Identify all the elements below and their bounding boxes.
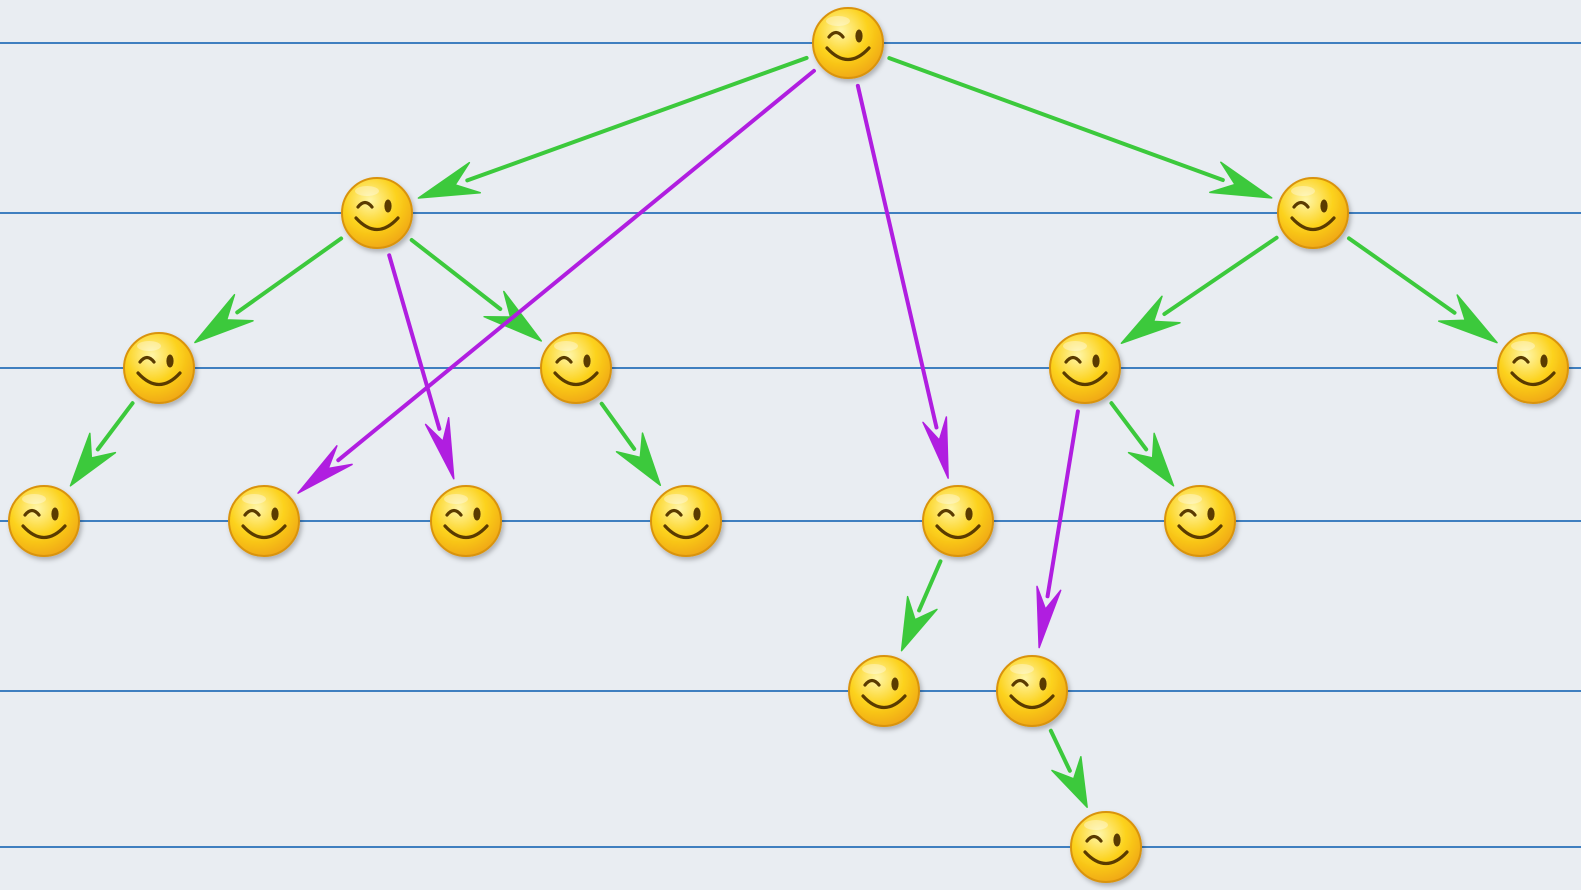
tree-node-n7 — [8, 485, 80, 557]
tree-edge-n14-n15 — [1048, 728, 1088, 808]
winking-face-icon — [1049, 332, 1121, 404]
edges — [69, 55, 1498, 808]
tree-node-n14 — [996, 655, 1068, 727]
winking-face-icon — [430, 485, 502, 557]
tree-node-n1 — [341, 177, 413, 249]
level-lines — [0, 42, 1581, 848]
tree-node-n12 — [1164, 485, 1236, 557]
tree-node-n6 — [1497, 332, 1569, 404]
tree-node-n8 — [228, 485, 300, 557]
cross-edge-n5-n14 — [1036, 409, 1080, 649]
tree-node-root — [812, 7, 884, 79]
cross-edge-root-n11 — [855, 83, 949, 479]
winking-face-icon — [996, 655, 1068, 727]
cross-edge-root-n8 — [297, 68, 816, 494]
tree-edge-root-n2 — [887, 56, 1273, 199]
tree-edge-root-n1 — [417, 55, 809, 199]
winking-face-icon — [1070, 811, 1142, 883]
winking-face-icon — [1277, 177, 1349, 249]
tree-node-n9 — [430, 485, 502, 557]
tree-node-n10 — [650, 485, 722, 557]
tree-edge-n1-n4 — [409, 238, 543, 342]
winking-face-icon — [540, 332, 612, 404]
tree-node-n4 — [540, 332, 612, 404]
winking-face-icon — [123, 332, 195, 404]
nodes — [8, 7, 1569, 883]
winking-face-icon — [848, 655, 920, 727]
winking-face-icon — [1497, 332, 1569, 404]
tree-node-n2 — [1277, 177, 1349, 249]
tree-node-n13 — [848, 655, 920, 727]
tree-edge-n5-n12 — [1109, 401, 1175, 487]
cross-edge-n1-n9 — [387, 253, 455, 480]
tree-edge-n1-n3 — [194, 236, 344, 344]
tree-edge-n11-n13 — [900, 559, 943, 652]
winking-face-icon — [650, 485, 722, 557]
winking-face-icon — [228, 485, 300, 557]
tree-node-n3 — [123, 332, 195, 404]
tree-node-n11 — [922, 485, 994, 557]
tree-node-n5 — [1049, 332, 1121, 404]
tree-edge-n2-n6 — [1346, 236, 1498, 344]
tree-edge-n3-n7 — [69, 401, 135, 487]
winking-face-icon — [341, 177, 413, 249]
winking-face-icon — [922, 485, 994, 557]
winking-face-icon — [812, 7, 884, 79]
tree-node-n15 — [1070, 811, 1142, 883]
tree-edge-n4-n10 — [599, 401, 662, 487]
winking-face-icon — [1164, 485, 1236, 557]
tree-edge-n2-n5 — [1120, 235, 1279, 345]
winking-face-icon — [8, 485, 80, 557]
